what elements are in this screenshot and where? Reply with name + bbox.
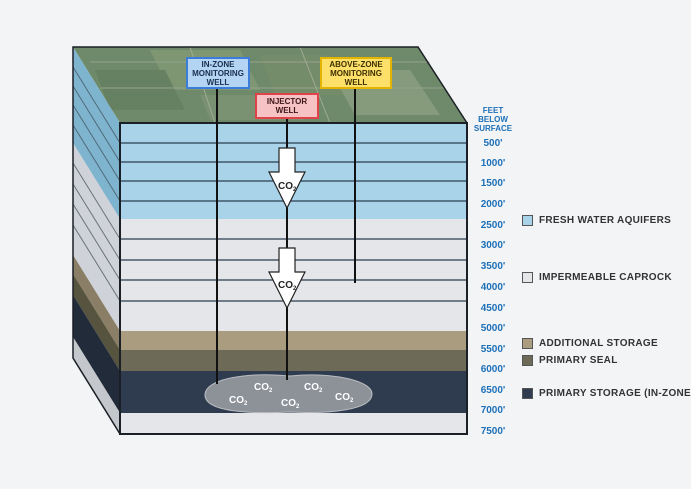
legend-item: FRESH WATER AQUIFERS: [522, 213, 671, 227]
svg-text:CO2: CO2: [281, 398, 300, 410]
svg-text:CO2: CO2: [229, 395, 248, 407]
depth-tick-label: 3000': [480, 240, 506, 251]
legend-label: IMPERMEABLE CAPROCK: [539, 271, 672, 283]
legend-label: PRIMARY STORAGE (IN-ZONE): [539, 387, 691, 399]
legend-label: FRESH WATER AQUIFERS: [539, 214, 672, 226]
legend-swatch: [522, 354, 533, 366]
co2-arrow-lower: CO2: [268, 247, 306, 310]
svg-text:CO2: CO2: [278, 181, 297, 193]
injector-well-text: INJECTOR WELL: [266, 97, 308, 115]
legend-item: ADDITIONAL STORAGE: [522, 336, 658, 350]
legend-swatch: [522, 271, 533, 283]
depth-tick-label: 500': [483, 138, 503, 149]
svg-text:CO2: CO2: [304, 382, 323, 394]
depth-tick-label: 6500': [480, 385, 506, 396]
legend-item: IMPERMEABLE CAPROCK: [522, 270, 672, 284]
legend-item: PRIMARY SEAL: [522, 353, 618, 367]
depth-tick-label: 1500': [480, 178, 506, 189]
depth-tick-label: 1000': [480, 158, 506, 169]
co2-plume: CO2 CO2 CO2 CO2 CO2: [204, 374, 373, 414]
depth-tick-label: 2500': [480, 220, 506, 231]
block-outline: [72, 46, 468, 435]
depth-tick-label: 3500': [480, 261, 506, 272]
depth-tick-label: 7500': [480, 426, 506, 437]
depth-tick-label: 5000': [480, 323, 506, 334]
depth-tick-label: 2000': [480, 199, 506, 210]
legend-swatch: [522, 387, 533, 399]
svg-text:CO2: CO2: [254, 382, 273, 394]
above-zone-well-label: ABOVE-ZONE MONITORING WELL: [320, 57, 392, 89]
injector-well-label: INJECTOR WELL: [255, 93, 319, 119]
legend-swatch: [522, 214, 533, 226]
in-zone-well-text: IN-ZONE MONITORING WELL: [192, 59, 244, 87]
svg-text:CO2: CO2: [335, 392, 354, 404]
left-side-face: [72, 47, 121, 434]
legend-label: PRIMARY SEAL: [539, 354, 618, 366]
depth-tick-label: 6000': [480, 364, 506, 375]
co2-arrow-upper: CO2: [268, 147, 306, 210]
depth-tick-label: 7000': [480, 405, 506, 416]
depth-tick-label: 4500': [480, 303, 506, 314]
legend-item: PRIMARY STORAGE (IN-ZONE): [522, 386, 691, 400]
above-zone-well-text: ABOVE-ZONE MONITORING WELL: [329, 59, 383, 87]
depth-tick-label: 5500': [480, 344, 506, 355]
depth-tick-label: 4000': [480, 282, 506, 293]
front-face-border: [119, 122, 468, 435]
in-zone-well-label: IN-ZONE MONITORING WELL: [186, 57, 250, 89]
depth-axis-header: FEET BELOW SURFACE: [473, 106, 513, 133]
svg-text:CO2: CO2: [278, 280, 297, 292]
legend-swatch: [522, 337, 533, 349]
legend-label: ADDITIONAL STORAGE: [539, 337, 658, 349]
